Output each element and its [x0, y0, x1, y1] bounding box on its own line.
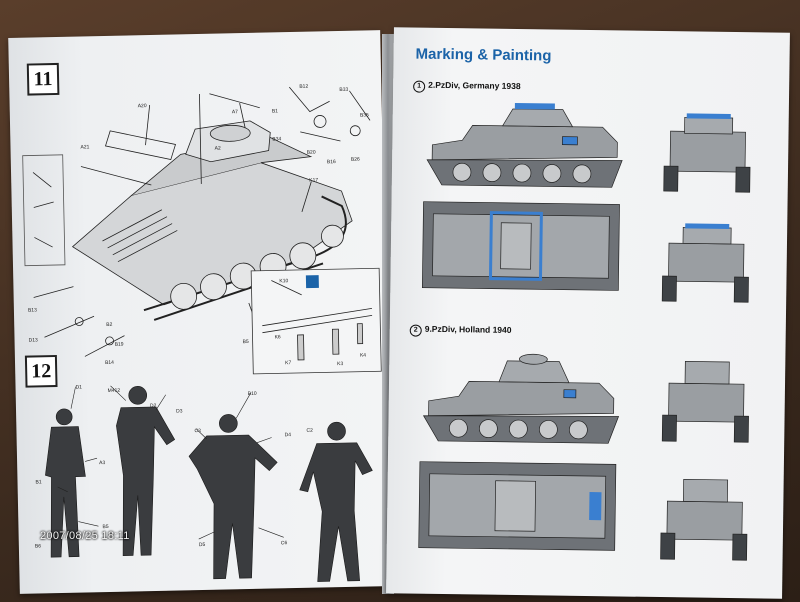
callout-b2: B2 — [106, 321, 113, 328]
callout-b16: B16 — [326, 159, 336, 166]
tank-rear-view-2 — [660, 478, 748, 561]
callout-k17: K17 — [309, 177, 319, 184]
callout-d4: D4 — [284, 432, 292, 439]
callout-b26: B26 — [350, 156, 360, 163]
callout-a7: A7 — [231, 109, 239, 116]
tank-front-view-2 — [661, 361, 749, 443]
tank-top-view-2 — [418, 461, 617, 551]
instruction-page-left: 11 — [8, 30, 392, 594]
callout-b1: B1 — [271, 108, 279, 115]
section-number-2: 2 — [409, 324, 422, 337]
callout-b5: B5 — [242, 338, 249, 346]
callout-c2: C2 — [306, 427, 313, 434]
callout-a21: A21 — [80, 144, 90, 151]
callout-c3: C3 — [194, 428, 201, 435]
callout-m412: M412 — [107, 387, 121, 394]
callout-b35: B35 — [359, 112, 369, 119]
callout-b6: B6 — [34, 543, 42, 550]
tank-side-view-2 — [422, 353, 620, 444]
tank-top-view-1 — [421, 201, 620, 291]
section-number-1: 1 — [413, 80, 426, 93]
callout-d1: D1 — [75, 384, 83, 391]
callout-b20: B20 — [306, 149, 316, 156]
detail-inset-box — [250, 267, 382, 375]
callout-c6: C6 — [280, 540, 288, 547]
callout-d13: D13 — [28, 337, 38, 344]
page-title: Marking & Painting — [415, 45, 552, 65]
callout-d5: D5 — [198, 541, 206, 549]
callout-b33: B33 — [339, 86, 349, 94]
callout-k6: K6 — [274, 334, 281, 341]
callout-b1-step12: B1 — [35, 479, 42, 486]
tank-front-view-1 — [663, 113, 751, 193]
tank-rear-view-1 — [661, 223, 749, 303]
callout-b19: B19 — [114, 341, 124, 348]
callout-d3: D3 — [176, 408, 183, 415]
photo-timestamp: 2007/08/25 18:11 — [40, 530, 130, 542]
callout-b10: B10 — [247, 390, 257, 398]
callout-k10: K10 — [279, 278, 289, 285]
callout-b34: B34 — [272, 136, 282, 143]
callout-a3: A3 — [99, 460, 106, 467]
crew-figures-drawing — [45, 385, 373, 582]
section-title-1: 2.PzDiv, Germany 1938 — [428, 79, 521, 92]
tank-side-view-1 — [426, 102, 623, 188]
callout-a20: A20 — [137, 103, 147, 110]
section-title-2: 9.PzDiv, Holland 1940 — [424, 323, 512, 335]
callout-d2: D2 — [149, 402, 157, 410]
callout-a2: A2 — [214, 145, 221, 152]
tank-assembly-drawing — [22, 86, 371, 357]
callout-b13: B13 — [27, 307, 37, 314]
callout-b12: B12 — [299, 83, 309, 90]
callout-k4: K4 — [359, 352, 367, 359]
